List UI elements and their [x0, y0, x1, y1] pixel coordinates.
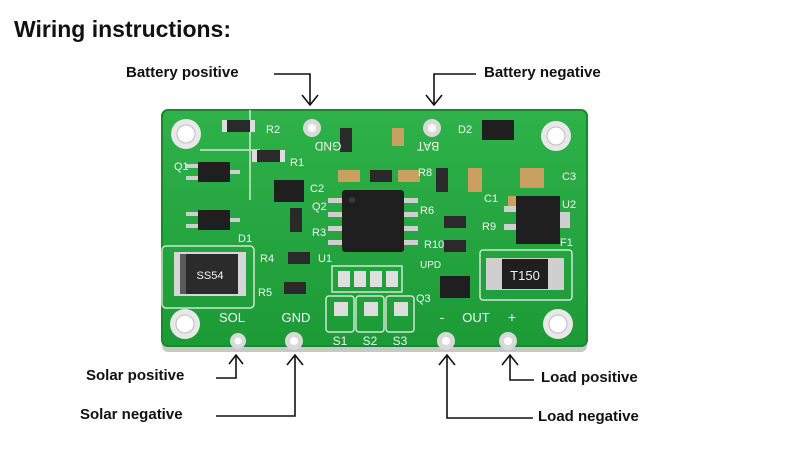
- silk-s3: S3: [393, 334, 408, 348]
- page-title: Wiring instructions:: [14, 16, 232, 42]
- silk-q2: Q2: [312, 201, 327, 213]
- pad-battery-negative: [423, 119, 441, 137]
- transistor: [186, 210, 240, 230]
- arrow-battery-positive: [274, 73, 311, 104]
- silk-s2: S2: [363, 334, 378, 348]
- label-battery-negative: Battery negative: [484, 64, 601, 81]
- label-battery-positive: Battery positive: [126, 64, 239, 81]
- silk-r9: R9: [482, 221, 496, 233]
- mounting-hole: [170, 309, 200, 339]
- arrow-solar-positive: [216, 356, 237, 379]
- diode-label: SS54: [197, 270, 224, 282]
- silk-u2: U2: [562, 199, 576, 211]
- silk-c3: C3: [562, 171, 576, 183]
- ic-u1: [328, 190, 418, 252]
- silk-d2: D2: [458, 124, 472, 136]
- transistor: [440, 276, 470, 298]
- label-load-positive: Load positive: [541, 369, 638, 386]
- label-solar-positive: Solar positive: [86, 367, 185, 384]
- pad-battery-positive: [303, 119, 321, 137]
- mounting-hole: [543, 309, 573, 339]
- silk-r1: R1: [290, 157, 304, 169]
- silkscreen: GND BAT SOL GND - OUT + S1 S2 S3 R2 R1 R…: [174, 124, 576, 348]
- callout-lines: [216, 73, 534, 419]
- silk-sol: SOL: [219, 310, 245, 325]
- label-load-negative: Load negative: [538, 408, 639, 425]
- silk-r2: R2: [266, 124, 280, 136]
- silk-r5: R5: [258, 287, 272, 299]
- arrow-load-positive: [509, 356, 534, 381]
- arrow-battery-negative: [433, 73, 476, 104]
- silk-r4: R4: [260, 253, 274, 265]
- smd-components: [222, 120, 544, 316]
- silk-u1: U1: [318, 253, 332, 265]
- silk-c1: C1: [484, 193, 498, 205]
- silk-out: OUT: [462, 310, 490, 325]
- silk-r8: R8: [418, 167, 432, 179]
- pad-solar-negative: [285, 332, 303, 350]
- silk-bat: BAT: [416, 139, 439, 153]
- silk-minus: -: [440, 309, 445, 325]
- silk-gnd-bottom: GND: [282, 310, 311, 325]
- silk-q1: Q1: [174, 161, 189, 173]
- pad-solar-positive: [230, 333, 246, 349]
- transistor: [186, 162, 240, 182]
- silk-r10: R10: [424, 239, 444, 251]
- silk-gnd-top: GND: [314, 139, 341, 153]
- pad-load-negative: [437, 332, 455, 350]
- silk-r3: R3: [312, 227, 326, 239]
- diode-ss54: SS54: [174, 252, 246, 296]
- label-solar-negative: Solar negative: [80, 406, 183, 423]
- silk-q3: Q3: [416, 293, 431, 305]
- fuse-label: T150: [510, 268, 540, 283]
- pad-load-positive: [499, 332, 517, 350]
- transistor: [482, 120, 514, 140]
- mounting-hole: [171, 119, 201, 149]
- pcb-board: SS54 T150: [161, 109, 588, 352]
- silk-r6: R6: [420, 205, 434, 217]
- arrow-solar-negative: [216, 356, 296, 417]
- regulator-u2: [504, 196, 570, 244]
- mounting-hole: [541, 121, 571, 151]
- transistor: [274, 180, 304, 202]
- arrow-load-negative: [446, 356, 533, 419]
- silk-upd: UPD: [420, 260, 441, 271]
- silk-d1: D1: [238, 233, 252, 245]
- silk-plus: +: [508, 309, 516, 325]
- header-pins: [338, 271, 398, 287]
- fuse-t150: T150: [486, 258, 564, 290]
- silk-c2: C2: [310, 183, 324, 195]
- silk-s1: S1: [333, 334, 348, 348]
- silk-f1: F1: [560, 237, 573, 249]
